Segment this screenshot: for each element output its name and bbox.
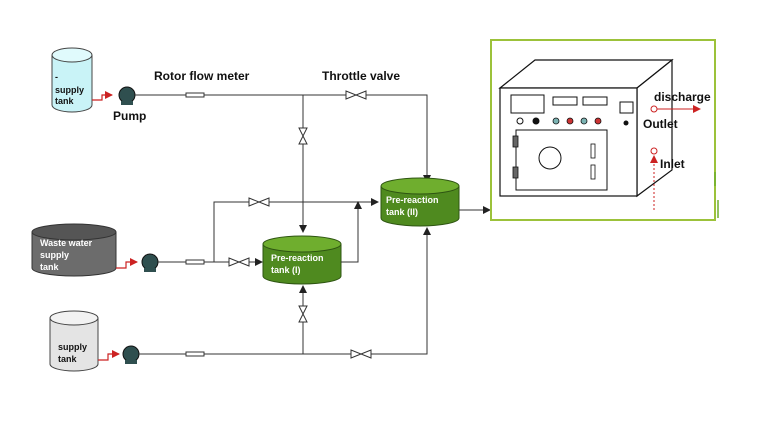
feed-line-bottom [98, 350, 120, 361]
outlet-port [650, 105, 658, 113]
waste-tank-label-1: Waste water [40, 238, 93, 248]
outlet-label: Outlet [643, 117, 678, 131]
valve-vertical-top [298, 127, 308, 145]
pump-top [118, 86, 136, 105]
waste-water-tank: Waste water supply tank [31, 223, 117, 277]
supply-tank-top: - supply tank [51, 47, 93, 113]
pre-reaction-tank-1: Pre-reaction tank (I) [262, 235, 342, 285]
pump-label: Pump [113, 109, 146, 123]
supply-tank-top-label-1: supply [55, 85, 84, 95]
supply-tank-bottom-label-1: supply [58, 342, 87, 352]
valve-vertical-bottom [298, 305, 308, 323]
tank-1-label-2: tank (I) [271, 265, 301, 275]
supply-tank-bottom-label-2: tank [58, 354, 78, 364]
supply-tank-bottom: supply tank [49, 310, 99, 372]
rotor-flow-meter-label: Rotor flow meter [154, 69, 250, 83]
reactor-frame [490, 39, 716, 221]
pump-middle [141, 253, 159, 272]
pump-bottom [122, 345, 140, 364]
supply-tank-top-dash: - [55, 72, 58, 82]
pipe-bottom [139, 227, 431, 355]
throttle-valve-bypass [248, 197, 270, 207]
tank-2-label-2: tank (II) [386, 207, 418, 217]
throttle-valve-middle [228, 257, 250, 267]
reactor-unit [498, 58, 674, 198]
flow-meter-middle [185, 259, 205, 265]
pipe-tank1-to-tank2 [341, 201, 362, 263]
feed-line-waste [116, 258, 138, 269]
frame-edge-marks [714, 172, 719, 218]
throttle-valve-label: Throttle valve [322, 69, 400, 83]
tank-2-label-1: Pre-reaction [386, 195, 439, 205]
inlet-port [650, 147, 658, 155]
waste-tank-label-3: tank [40, 262, 60, 272]
inlet-label: Inlet [660, 157, 685, 171]
discharge-label: discharge [654, 90, 711, 104]
throttle-valve-top [345, 90, 367, 100]
flow-meter-top [185, 92, 205, 98]
flow-meter-bottom [185, 351, 205, 357]
feed-line-top [92, 91, 113, 101]
tank-1-label-1: Pre-reaction [271, 253, 324, 263]
pre-reaction-tank-2: Pre-reaction tank (II) [380, 177, 460, 227]
pipe-top [135, 94, 431, 183]
reactor-display [510, 94, 545, 114]
throttle-valve-bottom [350, 349, 372, 359]
waste-tank-label-2: supply [40, 250, 69, 260]
supply-tank-top-label-2: tank [55, 96, 75, 106]
pipe-bypass [213, 198, 379, 262]
reactor-door [515, 129, 608, 191]
